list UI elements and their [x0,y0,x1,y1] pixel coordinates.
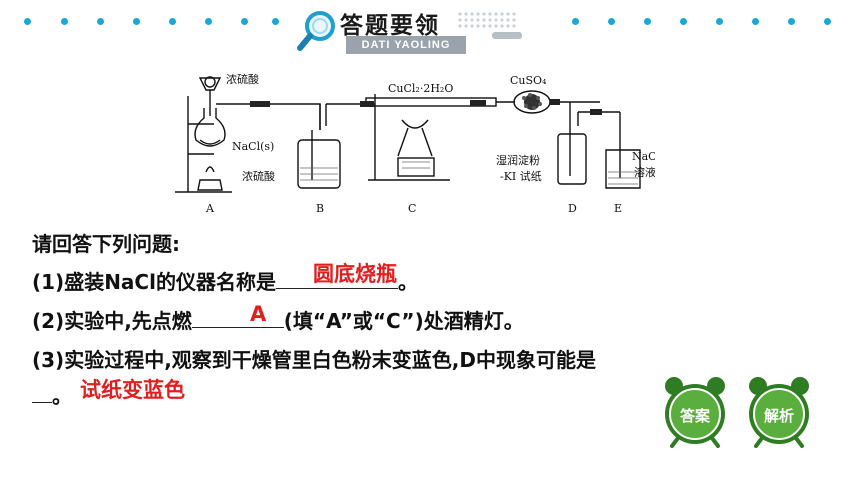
label-paper-2: -KI 试纸 [500,170,542,183]
question-1-text: (1)盛装NaCl的仪器名称是 [32,270,276,294]
question-3-end: 。 [52,384,72,408]
analysis-button-label: 解析 [763,407,794,425]
answer-2: A [250,302,267,326]
letter-a: A [205,202,215,215]
question-2-end: (填“A”或“C”)处酒精灯。 [283,309,524,333]
label-cucl2: CuCl₂·2H₂O [388,82,453,95]
alarm-clock-icon [749,377,809,448]
answer-button[interactable]: 答案 [658,374,732,448]
magnifier-icon [297,11,335,51]
analysis-button[interactable]: 解析 [742,374,816,448]
header-title: 答题要领 [340,13,440,39]
alarm-clock-icon [665,377,725,448]
question-1-blank [275,288,398,289]
label-acid-top: 浓硫酸 [226,72,259,86]
question-1: (1)盛装NaCl的仪器名称是 。 [32,266,418,295]
answer-1: 圆底烧瓶 [313,262,397,286]
decorative-dots-left [0,18,290,28]
header-subtitle: DATI YAOLING [346,36,466,54]
question-2: (2)实验中,先点燃 (填“A”或“C”)处酒精灯。 [32,305,524,334]
question-3-blank [32,402,52,403]
letter-d: D [568,202,577,215]
questions-intro: 请回答下列问题: [32,232,180,256]
letter-e: E [614,202,622,215]
label-cuso4: CuSO₄ [510,74,547,87]
question-2-blank [191,327,284,328]
label-acid-bottle: 浓硫酸 [242,169,275,183]
label-nacl: NaCl(s) [232,140,274,153]
letter-b: B [316,202,324,215]
label-naoh-1: NaOH [632,150,655,163]
question-3: (3)实验过程中,观察到干燥管里白色粉末变蓝色,D中现象可能是 [32,348,596,372]
letter-c: C [408,202,416,215]
answer-button-label: 答案 [679,407,710,425]
question-3-line2: 。 [32,380,72,409]
label-paper-1: 湿润淀粉 [496,153,540,167]
section-header: 答题要领 DATI YAOLING [296,6,546,58]
label-naoh-2: 溶液 [634,165,655,179]
decorative-dots-right [540,18,860,28]
question-1-end: 。 [397,270,418,294]
answer-3: 试纸变蓝色 [80,378,185,402]
apparatus-diagram: 浓硫酸 NaCl(s) 浓硫酸 CuCl₂·2H₂O CuSO₄ 湿润淀粉 -K… [175,72,655,215]
header-dot-grid [458,12,522,39]
question-2-text: (2)实验中,先点燃 [32,309,192,333]
